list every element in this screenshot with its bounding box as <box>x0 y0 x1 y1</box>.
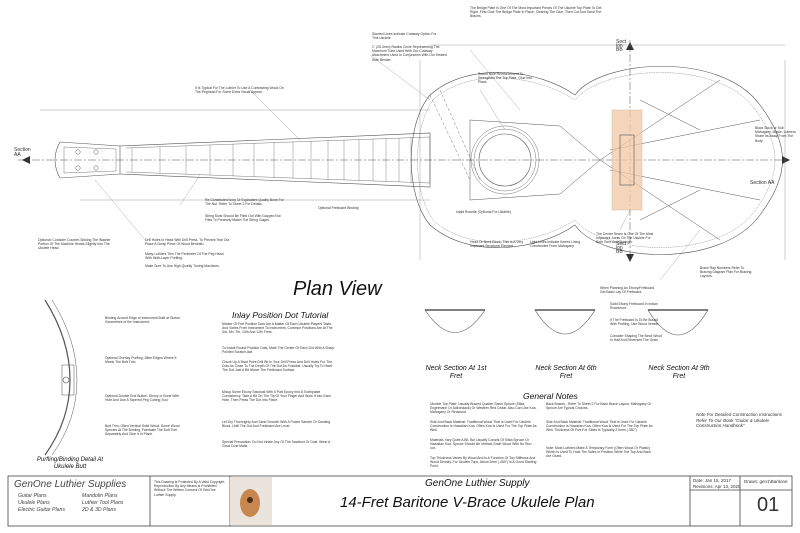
section-bb-top-label: Section BB <box>616 39 627 53</box>
fretboard-outline <box>125 136 431 184</box>
note-drill-holes: Drill Holes In Head With Drill Press. To… <box>145 238 230 247</box>
note-radius-circle: 1" (25.4mm) Radius Circle Representing T… <box>372 45 447 62</box>
plan-links-col2: Mandolin Plans Luthier Tool Plans 2D & 3… <box>82 493 123 514</box>
general-notes-col1-p1: Ukulele Top Plate: Usually Braced Quarte… <box>430 402 537 415</box>
section-aa-right-label: Section AA <box>750 180 775 186</box>
note-head-block: Head Or Neck Block. This Is A Very Impor… <box>470 240 524 249</box>
link-electric-guitar-plans[interactable]: Electric Guitar Plans <box>18 507 65 513</box>
link-guitar-plans[interactable]: Guitar Plans <box>18 493 47 499</box>
note-inlaid-rosette: Inlaid Rosette (Optional For Ukulele) <box>456 210 511 214</box>
supply-name: GenOne Luthier Supply <box>425 478 530 489</box>
note-counter-sink: Optional: Consider Counter-Sinking The W… <box>38 238 111 251</box>
inlay-tutorial-p3: Chuck Up A Brad Point Drill Bit In Your … <box>222 360 333 373</box>
note-consider-shaping: Consider Shaping The Neck Wood In Half A… <box>610 334 663 343</box>
note-nut: Re-Constituted Ivory Or Equivalent Quali… <box>205 198 284 207</box>
neck-section-9th-fret: Neck Section At 9th Fret <box>648 365 710 380</box>
section-bb-bottom-label: Section BB <box>616 241 627 255</box>
general-notes-heading: General Notes <box>523 391 578 401</box>
copyright-note: This Drawing Is Protected By A Valid Cop… <box>154 480 226 497</box>
plan-links-col1: Guitar Plans Ukulele Plans Electric Guit… <box>18 493 65 514</box>
plan-view-title: Plan View <box>293 278 382 300</box>
general-notes-col1-p4: Top Thickness Varies By Wood And Is A Fu… <box>430 456 537 469</box>
note-tuning-machine: It Is Typical For The Luthier To Use A C… <box>195 86 284 95</box>
note-binding-rounded: Binding Around Edge of Instrument Built … <box>105 316 180 325</box>
general-notes-col1-p3: Materials Vary Quite A Bit, But Usually … <box>430 438 533 451</box>
bridge <box>619 134 635 186</box>
drawn-label: Drawn: gen1\Baritone <box>744 479 788 484</box>
note-bridge-plate: The Bridge Plate Is One Of The Most Impo… <box>470 6 602 19</box>
note-solid-ebony: Solid Ebony Fretboard In Indian Rosewood… <box>610 302 658 311</box>
tuner-holes <box>75 149 99 171</box>
body-binding <box>417 72 776 248</box>
general-notes-col2-p1: Back Braces - Refer To Sheet 2 For Back … <box>546 402 652 411</box>
company-logo-text: GenOne Luthier Supplies <box>14 479 127 490</box>
note-side-cutaway: Slanted Lines Indicate Cutaway Option Fo… <box>372 32 437 41</box>
plan-title: 14-Fret Baritone V-Brace Ukulele Plan <box>340 494 595 511</box>
inlay-tutorial-heading: Inlay Position Dot Tutorial <box>232 310 329 320</box>
note-fretboard-binding: When Planning An Ebony/Fretboard Get Bas… <box>600 286 655 295</box>
note-fretboard-purfling: If The Fretboard Is To Be Bound With Pur… <box>610 318 660 327</box>
revision-label: Revisions: Apr 13, 2020 <box>693 484 741 489</box>
inlay-tutorial-p1: Marker Of Fret Position Dots Are A Matte… <box>222 322 333 335</box>
note-center-seam: The Center Seam Is One Of The Most Impor… <box>596 232 654 245</box>
purfling-detail <box>44 299 78 456</box>
date-label: Date: Jan 15, 2017 <box>693 478 732 483</box>
note-optional-double: Optional Double End Button. Ebony or Bon… <box>105 394 180 403</box>
general-notes-col2-p3: Note: Most Luthiers Make A Temporary For… <box>546 446 651 459</box>
brand-thumbnail <box>230 477 272 525</box>
note-light-lines: Light Lines Indicate Kerfed Lining Const… <box>530 240 581 249</box>
link-2d-3d-plans[interactable]: 2D & 3D Plans <box>82 507 117 513</box>
note-luthiers-trim: Many Luthiers Trim The Perimeter Of The … <box>145 252 224 261</box>
note-tuning-mfr: Make Sure To Use High Quality Tuning Mac… <box>145 264 220 268</box>
section-aa-left-label: Section AA <box>14 147 31 158</box>
inlay-tutorial-p5: Let Dry Thoroughly And Sand Smooth With … <box>222 420 331 429</box>
general-notes-col2-p2: Side And Back Material: Traditional Wood… <box>546 420 653 433</box>
neck-sections <box>424 309 709 336</box>
link-mandolin-plans[interactable]: Mandolin Plans <box>82 493 118 499</box>
soundhole <box>478 133 532 187</box>
neck-section-1st-fret: Neck Section At 1st Fret <box>425 365 487 380</box>
construction-note: Note For Detailed Construction Instructi… <box>696 412 783 428</box>
note-string-slots: String Slots Should Be Filed Out With Ga… <box>205 214 281 223</box>
link-luthier-tool-plans[interactable]: Luthier Tool Plans <box>82 500 124 506</box>
inlay-tutorial-p4: Mixup Some Ebony Sawdust With 5 Part Epo… <box>222 390 332 403</box>
inlay-tutorial-p2: To Install Round Position Dots, Mark The… <box>222 346 335 355</box>
note-sound-hole: Sound Hole Reinforcement To Strengthen T… <box>478 72 532 85</box>
purfling-detail-heading: Purfling/Binding Detail At Ukulele Butt <box>36 457 104 470</box>
note-brace-ray: Brace Ray Numbers Refer To Bracing Diagr… <box>700 266 752 279</box>
note-black-stock: Black Stock or Sub Mahogany, Maple, Luth… <box>755 126 796 143</box>
cutaway-lines <box>429 89 481 181</box>
headstock-outline <box>54 141 121 179</box>
link-ukulele-plans[interactable]: Ukulele Plans <box>18 500 50 506</box>
sheet-number: 01 <box>757 494 780 516</box>
note-butt-trim: Butt Trim: Often Vertical Solid Wood. So… <box>105 424 180 437</box>
body-outline <box>411 65 783 255</box>
note-optional-fretboard: Optional Fretboard Binding <box>318 206 359 210</box>
note-optional-overlay: Optional Overlay Purfling, Miter Edges W… <box>105 356 177 365</box>
bridge-plate <box>611 109 643 211</box>
inlay-tutorial-p6: Special Precaution: Do Not Inhale Any Of… <box>222 440 331 449</box>
general-notes-col1-p2: Side And Back Material: Traditional Wood… <box>430 420 537 433</box>
neck-section-6th-fret: Neck Section At 6th Fret <box>535 365 597 380</box>
